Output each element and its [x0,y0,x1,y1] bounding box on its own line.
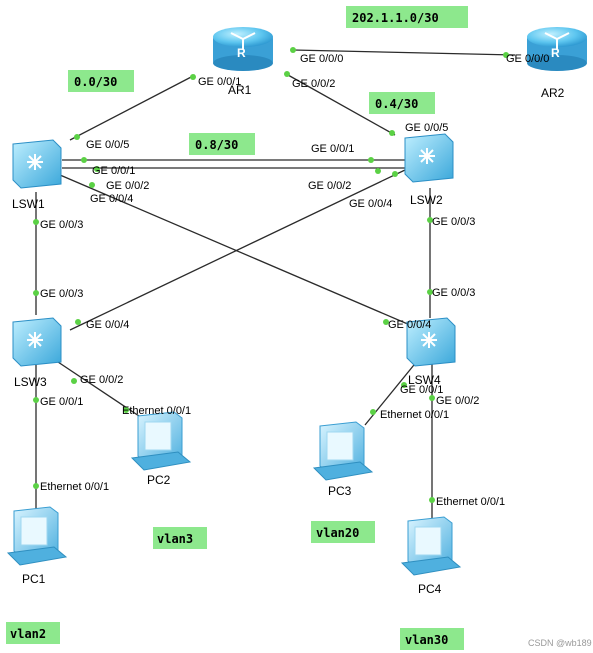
router-ar1[interactable] [212,26,274,72]
link-ar1-lsw2 [287,74,396,136]
port-ar2-g000: GE 0/0/0 [506,53,549,65]
port-pc4-eth: Ethernet 0/0/1 [436,496,505,508]
pc2-label: PC2 [147,473,171,487]
port-lsw1-g001: GE 0/0/1 [92,165,135,177]
lsw2-label: LSW2 [410,193,443,207]
port-ar1-g000: GE 0/0/0 [300,53,343,65]
port-ar1-g001: GE 0/0/1 [198,76,241,88]
switch-lsw3[interactable] [12,317,62,367]
port-lsw4-g001: GE 0/0/1 [400,384,443,396]
port-lsw2-g001: GE 0/0/1 [311,143,354,155]
link-lsw2-lsw3 [69,169,406,331]
port-lsw1-g004: GE 0/0/4 [90,193,133,205]
vlan-tags: vlan3 vlan20 vlan2 vlan30 [6,521,464,650]
port-lsw1-g005: GE 0/0/5 [86,139,129,151]
vlan2-tag: vlan2 [10,627,46,641]
port-lsw2-g002: GE 0/0/2 [308,180,351,192]
subnet-tags: 202.1.1.0/30 0.0/30 0.4/30 0.8/30 [68,6,468,155]
pc-pc4[interactable] [401,516,461,576]
port-lsw1-g002: GE 0/0/2 [106,180,149,192]
pc1-label: PC1 [22,572,46,586]
port-lsw2-g004: GE 0/0/4 [349,198,392,210]
lsw4-label: LSW4 [408,373,441,387]
vlan3-tag: vlan3 [157,532,193,546]
switch-lsw1[interactable] [12,139,62,189]
ar1-label: AR1 [228,83,252,97]
link-lsw3-pc2 [54,359,146,421]
ar2-label: AR2 [541,86,565,100]
port-dots [33,47,509,503]
subnet-wan: 202.1.1.0/30 [352,11,439,25]
port-pc1-eth: Ethernet 0/0/1 [40,481,109,493]
watermark: CSDN @wb189 [528,638,592,648]
port-lsw4-g004: GE 0/0/4 [388,319,431,331]
link-ar1-ar2 [292,49,516,56]
switch-lsw2[interactable] [404,133,454,183]
pc4-label: PC4 [418,582,442,596]
port-lsw3-g002: GE 0/0/2 [80,374,123,386]
pc3-label: PC3 [328,484,352,498]
subnet-lsw1-lsw2: 0.8/30 [195,138,238,152]
port-lsw2-g005: GE 0/0/5 [405,122,448,134]
link-lsw1-lsw4 [59,174,411,326]
port-pc2-eth: Ethernet 0/0/1 [122,405,191,417]
lsw1-label: LSW1 [12,197,45,211]
subnet-ar1-lsw2: 0.4/30 [375,97,418,111]
port-lsw2-g003: GE 0/0/3 [432,216,475,228]
port-lsw4-g003: GE 0/0/3 [432,287,475,299]
port-ar1-g002: GE 0/0/2 [292,78,335,90]
port-lsw1-g003: GE 0/0/3 [40,219,83,231]
pc-pc3[interactable] [313,421,373,481]
port-lsw3-g003: GE 0/0/3 [40,288,83,300]
subnet-ar1-lsw1: 0.0/30 [74,75,117,89]
port-pc3-eth: Ethernet 0/0/1 [380,409,449,421]
port-lsw3-g001: GE 0/0/1 [40,396,83,408]
port-labels: GE 0/0/0 GE 0/0/0 GE 0/0/1 GE 0/0/2 GE 0… [40,53,549,508]
pc-pc2[interactable] [131,411,191,471]
lsw3-label: LSW3 [14,375,47,389]
link-ar1-lsw1 [69,74,196,141]
port-lsw3-g004: GE 0/0/4 [86,319,129,331]
vlan20-tag: vlan20 [316,526,359,540]
port-lsw4-g002: GE 0/0/2 [436,395,479,407]
vlan30-tag: vlan30 [405,633,448,647]
pc-pc1[interactable] [7,506,67,566]
